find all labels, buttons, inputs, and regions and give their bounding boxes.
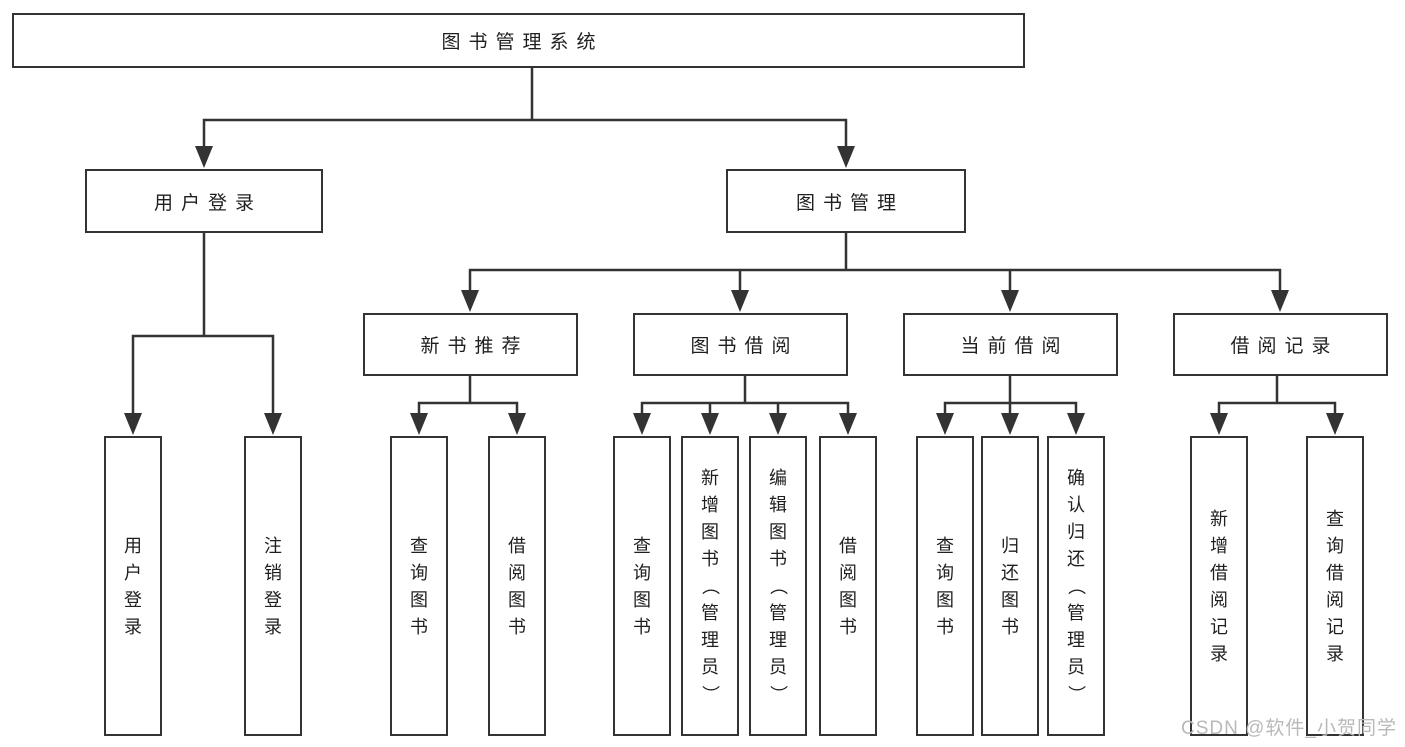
node-label: 查询图书 — [936, 535, 954, 637]
connector-current-branch — [943, 374, 1078, 416]
arrowhead — [1067, 413, 1085, 435]
connector-borrow-branch — [640, 374, 850, 416]
arrowhead — [1326, 413, 1344, 435]
leaf-borrow-borrow-book: 借阅图书 — [819, 436, 877, 736]
node-label: 新书推荐 — [420, 336, 529, 357]
connector-root-branch — [202, 66, 848, 149]
connector-records-branch — [1217, 374, 1337, 416]
node-label: 图书借阅 — [690, 336, 799, 357]
node-book-management: 图书管理 — [726, 169, 966, 233]
node-new-book-recommend: 新书推荐 — [363, 313, 578, 376]
node-label: 图书管理 — [795, 192, 904, 214]
arrowhead — [461, 290, 479, 312]
node-label: 新增图书（管理员） — [700, 468, 720, 703]
arrowhead — [769, 413, 787, 435]
leaf-borrow-edit-book-admin: 编辑图书（管理员） — [749, 436, 807, 736]
node-current-borrow: 当前借阅 — [903, 313, 1118, 376]
node-label: 当前借阅 — [960, 336, 1069, 357]
arrowhead — [1001, 413, 1019, 435]
leaf-logout: 注销登录 — [244, 436, 302, 736]
arrowhead — [195, 146, 213, 168]
node-root: 图书管理系统 — [12, 13, 1025, 68]
arrowhead — [264, 413, 282, 435]
leaf-current-query-book: 查询图书 — [916, 436, 974, 736]
leaf-record-query-record: 查询借阅记录 — [1306, 436, 1364, 736]
node-label: 借阅图书 — [839, 535, 857, 637]
node-label: 借阅图书 — [508, 535, 526, 637]
leaf-borrow-add-book-admin: 新增图书（管理员） — [681, 436, 739, 736]
node-book-borrow: 图书借阅 — [633, 313, 848, 376]
node-label: 确认归还（管理员） — [1066, 468, 1086, 703]
node-label: 归还图书 — [1001, 535, 1019, 637]
node-label: 注销登录 — [264, 535, 282, 637]
arrowhead — [633, 413, 651, 435]
leaf-user-login: 用户登录 — [104, 436, 162, 736]
node-label: 查询图书 — [633, 535, 651, 637]
node-label: 图书管理系统 — [441, 32, 604, 53]
arrowhead — [410, 413, 428, 435]
leaf-recommend-borrow-book: 借阅图书 — [488, 436, 546, 736]
node-label: 编辑图书（管理员） — [768, 468, 788, 703]
arrowhead — [936, 413, 954, 435]
leaf-borrow-query-book: 查询图书 — [613, 436, 671, 736]
arrowhead — [1271, 290, 1289, 312]
arrowhead — [1001, 290, 1019, 312]
connector-book-mgmt-branch — [468, 231, 1282, 293]
arrowhead — [839, 413, 857, 435]
leaf-current-return-book: 归还图书 — [981, 436, 1039, 736]
arrowhead — [701, 413, 719, 435]
leaf-current-confirm-return-admin: 确认归还（管理员） — [1047, 436, 1105, 736]
csdn-watermark: CSDN @软件_小贺同学 — [1181, 718, 1397, 739]
arrowhead — [731, 290, 749, 312]
node-borrow-records: 借阅记录 — [1173, 313, 1388, 376]
node-label: 查询借阅记录 — [1326, 508, 1344, 664]
arrowhead — [837, 146, 855, 168]
node-label: 用户登录 — [124, 535, 142, 637]
node-label: 用户登录 — [153, 192, 262, 214]
node-label: 查询图书 — [410, 535, 428, 637]
leaf-record-add-record: 新增借阅记录 — [1190, 436, 1248, 736]
connector-user-login-branch — [131, 231, 275, 416]
arrowhead — [508, 413, 526, 435]
connector-recommend-branch — [417, 374, 519, 416]
node-label: 借阅记录 — [1230, 336, 1339, 357]
node-user-login: 用户登录 — [85, 169, 323, 233]
node-label: 新增借阅记录 — [1210, 508, 1228, 664]
arrowhead — [1210, 413, 1228, 435]
leaf-recommend-query-book: 查询图书 — [390, 436, 448, 736]
arrowhead — [124, 413, 142, 435]
